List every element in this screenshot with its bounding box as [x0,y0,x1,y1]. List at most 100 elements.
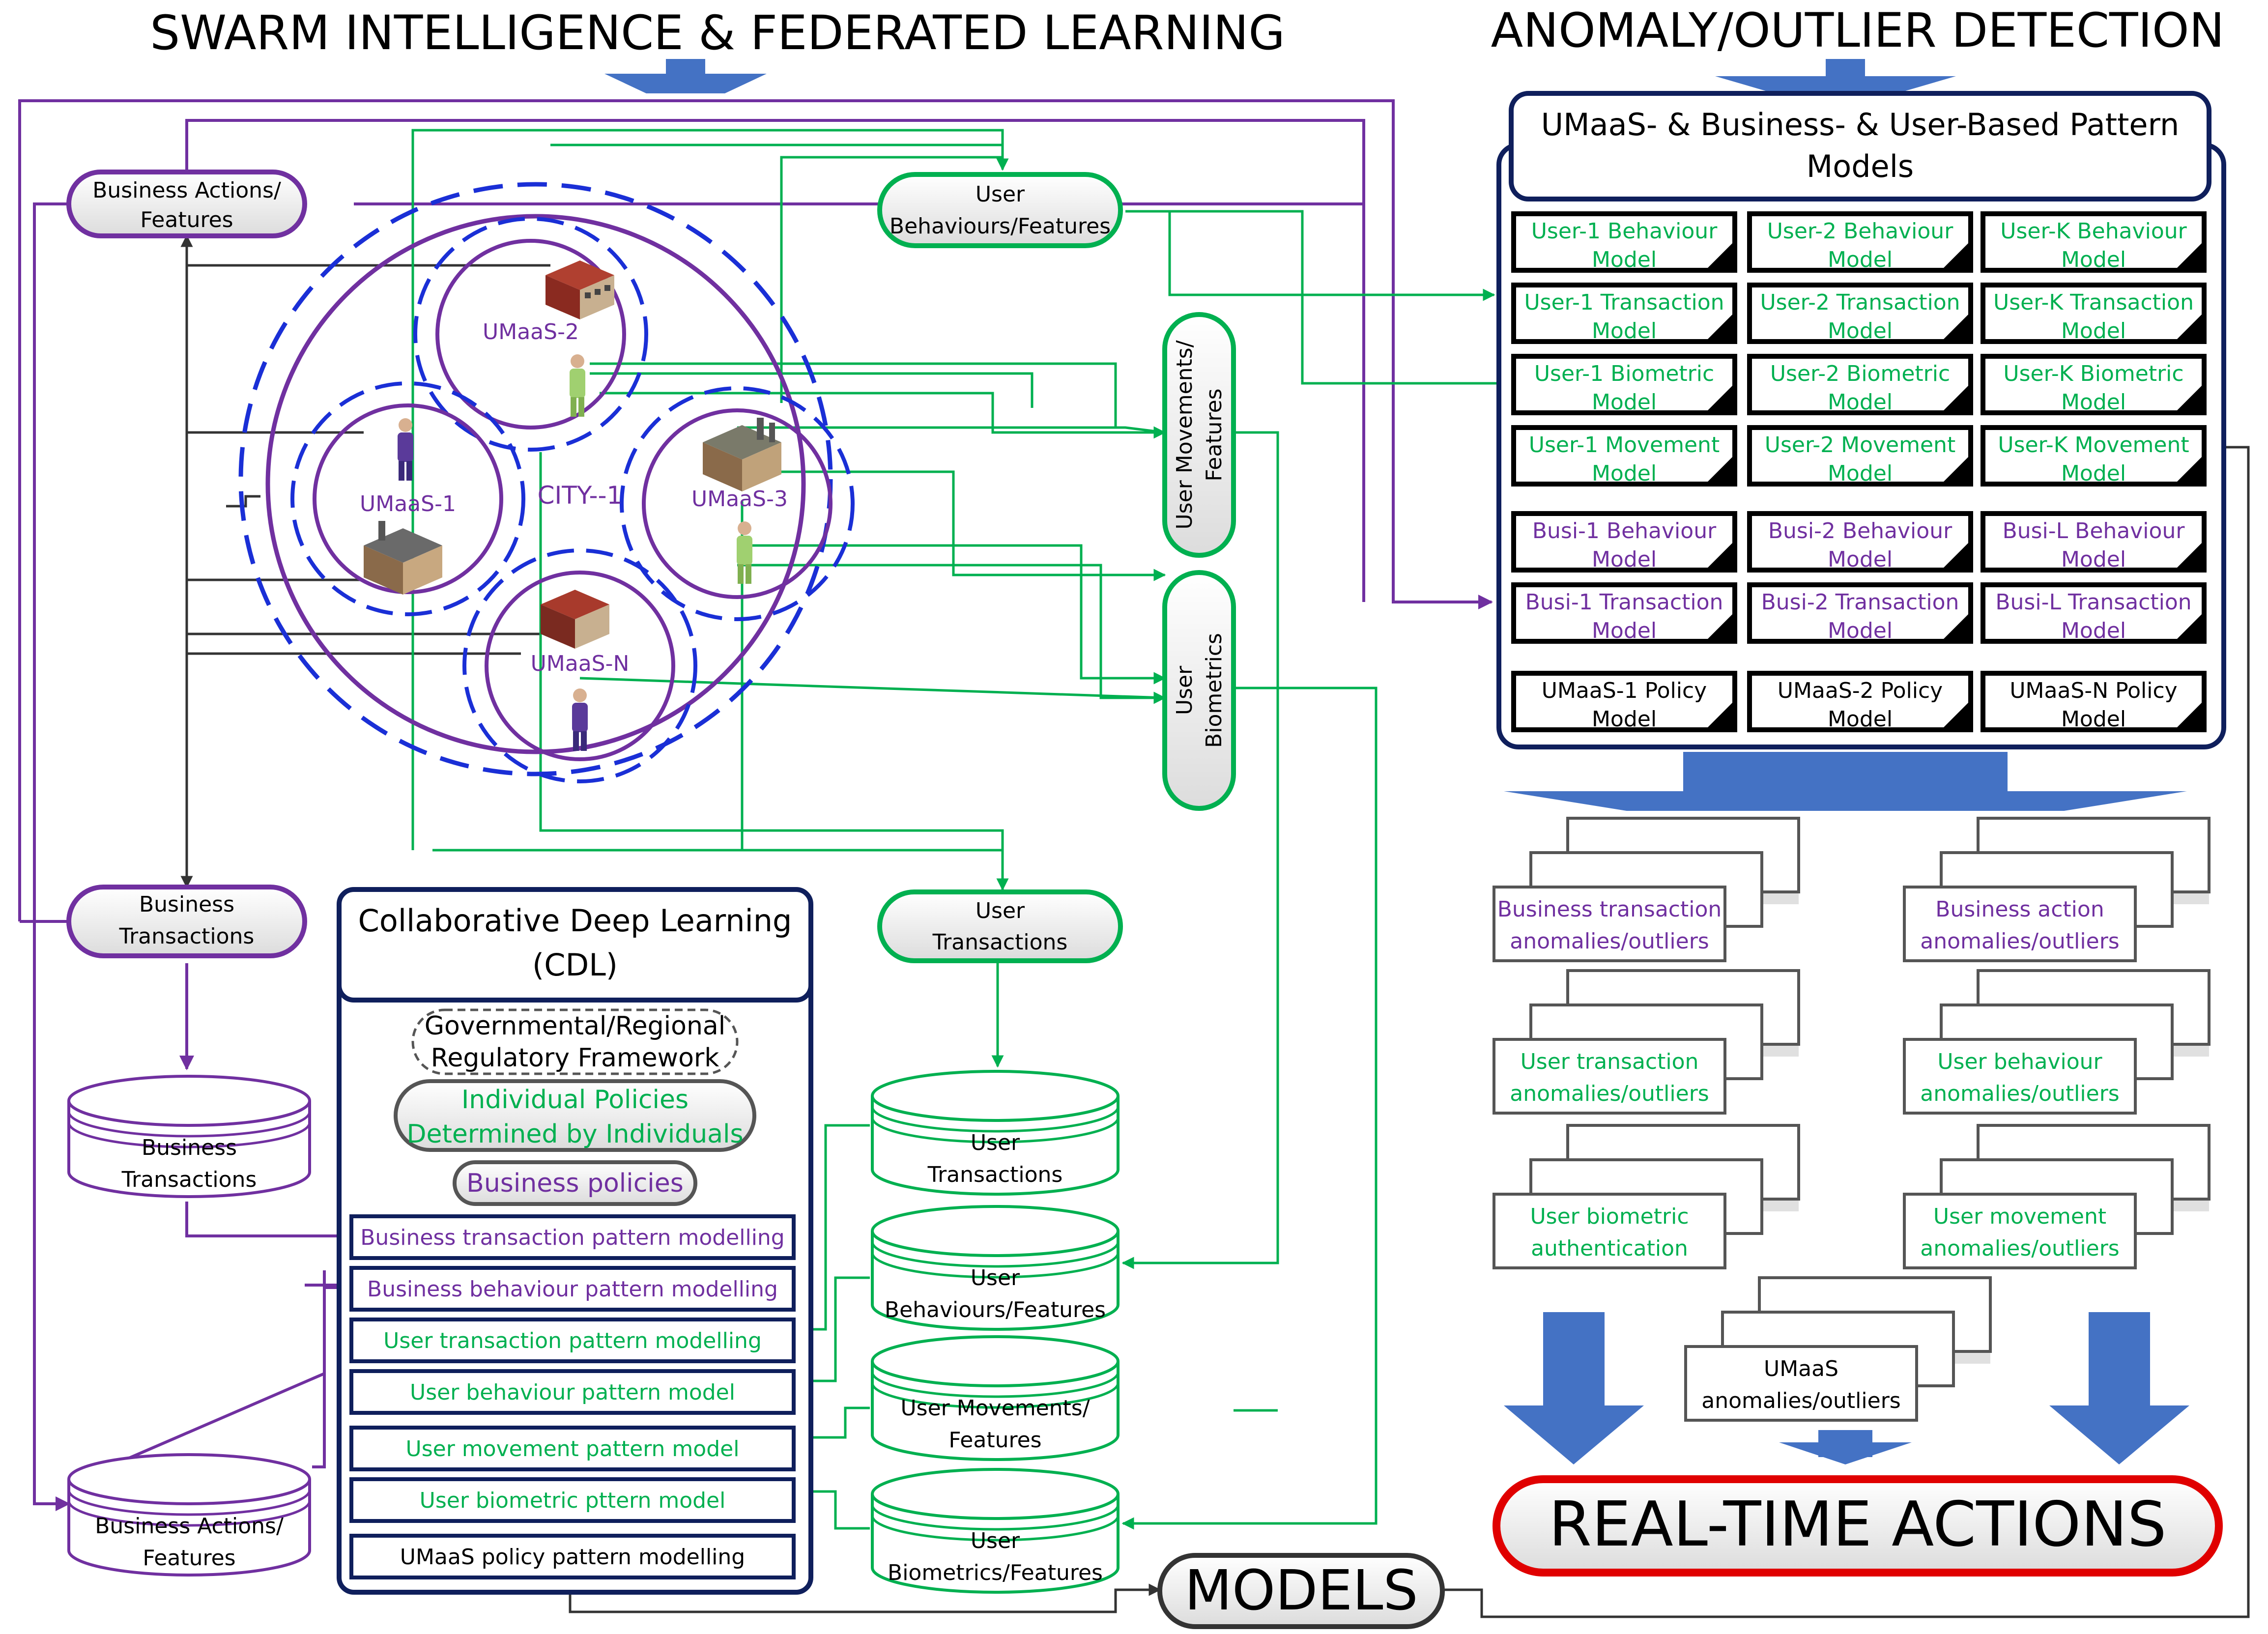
model-cell-line2: Model [1828,461,1893,486]
cdl-items: Business transaction pattern modellingBu… [349,1214,796,1579]
model-cell-line2: Model [2061,461,2126,486]
anomaly-label-line2: anomalies/outliers [1920,1236,2119,1261]
model-cell-line2: Model [1592,707,1657,732]
model-cell-line1: User-1 Movement [1529,432,1720,458]
user-movements-node[interactable]: User Movements/ Features [1162,312,1236,558]
cdl-item-label: UMaaS policy pattern modelling [400,1545,745,1570]
umaas-1-label: UMaaS-1 [360,491,456,516]
building-icon-umaas-2 [545,260,614,319]
cdl-item[interactable]: Business behaviour pattern modelling [349,1266,796,1312]
model-cell-line1: UMaaS-N Policy [2010,678,2177,703]
person-icon-umaas-n [572,688,588,751]
model-cell-line1: Busi-2 Behaviour [1768,518,1952,544]
business-actions-line1: Business Actions/ [92,178,281,203]
model-cell-line1: Busi-L Transaction [1995,590,2191,615]
db-user-transactions-line2: Transactions [927,1162,1063,1187]
cdl-item-label: User movement pattern model [406,1436,740,1462]
business-transactions-node[interactable]: Business Transactions [66,885,307,958]
db-user-transactions-line1: User [971,1130,1020,1155]
cdl-item[interactable]: User transaction pattern modelling [349,1318,796,1363]
umaas-3-ring [642,408,833,599]
cdl-item[interactable]: UMaaS policy pattern modelling [349,1534,796,1579]
model-cell-line1: User-K Behaviour [2000,219,2187,244]
user-biometrics-node[interactable]: User Biometrics [1162,570,1236,811]
cdl-item[interactable]: User behaviour pattern model [349,1369,796,1415]
anomaly-label-line1: Business transaction [1497,897,1722,922]
real-time-actions-label: REAL-TIME ACTIONS [1549,1488,2166,1560]
anomaly-label-line1: User behaviour [1937,1049,2102,1074]
business-actions-line2: Features [140,207,233,232]
user-behaviours-node[interactable]: User Behaviours/Features [877,172,1123,248]
right-section-title: ANOMALY/OUTLIER DETECTION [1491,3,2225,58]
building-icon-umaas-3 [703,418,781,491]
cdl-item[interactable]: User movement pattern model [349,1426,796,1471]
anomaly-label-line1: User biometric [1530,1204,1689,1229]
cdl-item-label: User transaction pattern modelling [383,1328,762,1353]
cdl-item[interactable]: User biometric pttern model [349,1477,796,1523]
black-connectors [180,234,2250,1618]
umaas-2-label: UMaaS-2 [483,319,579,344]
umaas-1-dashed [290,381,525,616]
business-actions-node[interactable]: Business Actions/ Features [66,170,307,238]
model-cell-line1: User-K Biometric [2003,361,2183,386]
model-cell-line1: UMaaS-2 Policy [1778,678,1943,703]
model-cell-line2: Model [1592,461,1657,486]
db-business-transactions-line1: Business [142,1135,237,1160]
model-cell-line1: User-2 Transaction [1760,290,1960,315]
model-cell-line2: Model [2061,247,2126,272]
models-label: MODELS [1184,1559,1418,1623]
model-cell-line2: Model [1592,390,1657,415]
building-icon-umaas-1 [364,521,442,595]
model-cell-line2: Model [1828,247,1893,272]
person-icon-umaas-3 [737,521,752,584]
individual-policies-line2: Determined by Individuals [406,1119,743,1149]
user-movements-line2: Features [1202,388,1227,481]
models-node[interactable]: MODELS [1157,1553,1445,1629]
user-biometrics-line1: User [1172,665,1197,715]
db-business-transactions-line2: Transactions [121,1167,257,1192]
db-user-biometrics-line1: User [971,1528,1020,1553]
user-transactions-node[interactable]: User Transactions [877,889,1123,963]
cdl-item[interactable]: Business transaction pattern modelling [349,1214,796,1260]
person-icon-umaas-1 [398,418,413,481]
cdl-title-line1: Collaborative Deep Learning [358,903,792,939]
anomaly-label-line1: User transaction [1521,1049,1699,1074]
city-boundary [265,214,806,754]
real-time-actions-node[interactable]: REAL-TIME ACTIONS [1493,1475,2223,1577]
model-cell-line2: Model [2061,618,2126,643]
city-label: CITY--1 [538,481,623,510]
